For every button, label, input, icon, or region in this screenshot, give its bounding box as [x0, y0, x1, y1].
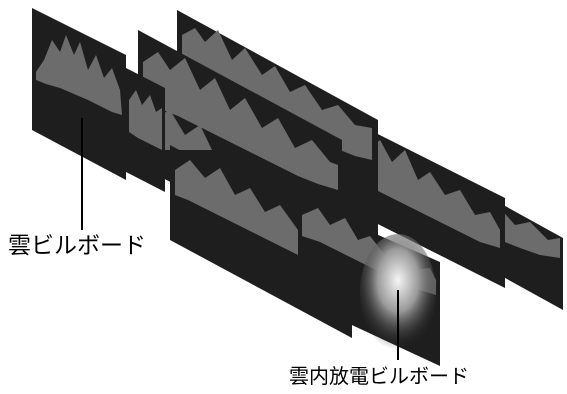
- cloud-billboard-panel-left: [32, 8, 126, 180]
- cloud-billboard-label: 雲ビルボード: [8, 233, 146, 259]
- cloud-billboard-panel-right: [360, 125, 505, 288]
- cloud-billboard-panel-mid-left: [126, 68, 165, 192]
- lightning-billboard-label: 雲内放電ビルボード: [289, 364, 469, 388]
